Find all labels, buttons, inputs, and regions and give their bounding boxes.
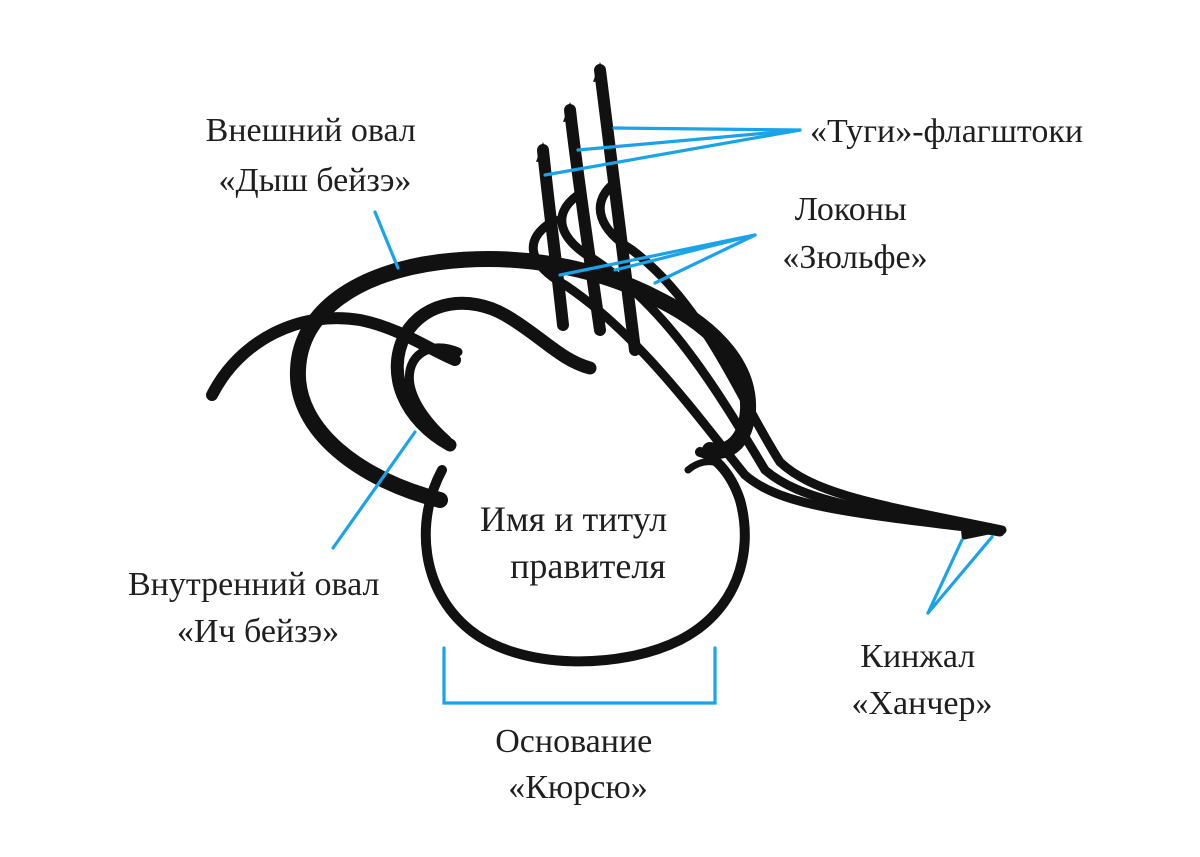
kursu-bracket [444,648,715,703]
kursu-label-line1: Основание [495,723,652,760]
tugi-leader-1 [545,130,800,175]
lock-3 [600,185,1002,530]
outer-oval-leader [375,212,398,268]
inner-oval-label-line2: «Ич бейзэ» [177,613,339,650]
khancher-leader-2 [928,537,992,613]
outer-oval-label-line2: «Дыш бейзэ» [219,162,412,199]
zulfe-label-line1: Локоны [795,191,907,228]
center-label-line1: Имя и титул [480,499,667,539]
khancher-label: Кинжал «Ханчер» [851,638,992,722]
zulfe-label: Локоны «Зюльфе» [782,191,927,276]
kursu-label-line2: «Кюрсю» [508,769,648,806]
inner-oval-label: Внутренний овал «Ич бейзэ» [128,566,388,650]
inner-oval-label-line1: Внутренний овал [128,566,380,603]
outer-oval-label-line1: Внешний овал [206,112,416,149]
zulfe-leader-3 [655,235,755,283]
khancher-label-line2: «Ханчер» [851,685,992,722]
zulfe-label-line2: «Зюльфе» [782,239,927,276]
zulfe-locks [533,185,1006,540]
center-label: Имя и титул правителя [480,499,676,586]
tugi-leader-3 [614,128,800,130]
outer-oval-label: Внешний овал «Дыш бейзэ» [206,112,425,199]
khancher-label-line1: Кинжал [860,638,975,675]
kursu-label: Основание «Кюрсю» [495,723,661,806]
center-label-line2: правителя [510,546,666,586]
tugi-flagstaffs [536,62,635,350]
tugi-label-line1: «Туги»-флагштоки [810,113,1083,150]
flagstaff-3 [600,70,635,350]
tugi-label: «Туги»-флагштоки [810,113,1083,150]
